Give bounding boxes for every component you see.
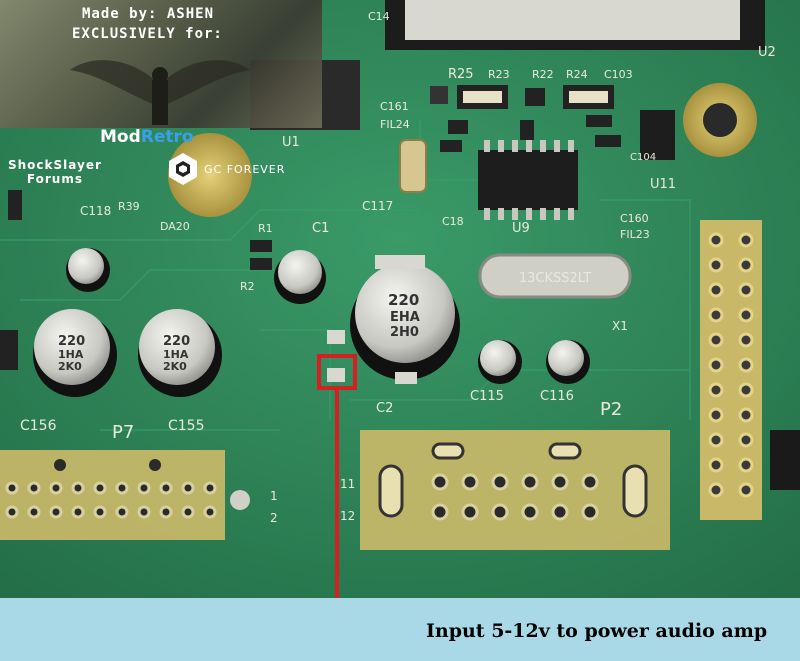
capacitor-c156 <box>33 309 117 397</box>
label-c1: C1 <box>312 221 329 236</box>
modretro-logo: ModRetro <box>100 127 194 147</box>
label-c115: C115 <box>470 389 504 404</box>
label-pin-12: 12 <box>340 509 355 523</box>
label-r25: R25 <box>448 67 474 82</box>
label-u9: U9 <box>512 221 530 236</box>
p2-connector-area <box>360 430 670 550</box>
capacitor-c118 <box>66 248 110 292</box>
caption-text: Input 5-12v to power audio amp <box>426 620 768 642</box>
label-u1: U1 <box>282 135 300 150</box>
label-c103: C103 <box>604 68 633 81</box>
label-c2: C2 <box>376 401 393 416</box>
capacitor-c2 <box>350 255 460 380</box>
label-p7: P7 <box>112 422 134 443</box>
crystal-x1 <box>478 253 632 299</box>
label-fil23: FIL23 <box>620 228 650 241</box>
label-c14: C14 <box>368 10 390 23</box>
edge-component <box>770 430 800 490</box>
label-r1: R1 <box>258 222 273 235</box>
pad-lower <box>327 368 345 382</box>
label-pin-11: 11 <box>340 477 355 491</box>
capacitor-c116 <box>546 340 590 384</box>
label-c104: C104 <box>630 152 656 163</box>
cap-b-1ha: 1HA <box>163 348 189 361</box>
label-r22: R22 <box>532 68 554 81</box>
label-pin-2: 2 <box>270 511 278 525</box>
label-r24: R24 <box>566 68 588 81</box>
label-r39: R39 <box>118 200 140 213</box>
label-c116: C116 <box>540 389 574 404</box>
cap-c-2h0: 2H0 <box>390 325 419 340</box>
capacitor-c1 <box>274 250 326 304</box>
p2-holes <box>431 473 599 521</box>
capacitor-c115 <box>478 340 522 384</box>
shockslayer-line2: Forums <box>26 172 83 186</box>
label-da20: DA20 <box>160 220 190 233</box>
label-c117: C117 <box>362 199 393 213</box>
small-hole <box>230 490 250 510</box>
label-r23: R23 <box>488 68 510 81</box>
c117-capacitor <box>399 139 427 193</box>
cap-a-1ha: 1HA <box>58 348 84 361</box>
label-p2: P2 <box>600 399 622 420</box>
label-u2: U2 <box>758 45 776 60</box>
u2-chip-metal <box>405 0 740 40</box>
winged-figure-graphic <box>70 60 250 125</box>
resistor-row <box>430 85 614 109</box>
label-c18: C18 <box>442 215 464 228</box>
label-x1: X1 <box>612 319 628 333</box>
cap-a-2k0: 2K0 <box>58 360 82 373</box>
right-pin-header <box>700 220 762 520</box>
capacitor-c155 <box>138 309 222 397</box>
mounting-hole-left <box>168 133 252 217</box>
cap-a-220: 220 <box>58 334 85 349</box>
modretro-mod: Mod <box>100 127 141 147</box>
pad-upper <box>327 330 345 344</box>
label-u11: U11 <box>650 177 676 192</box>
label-c155: C155 <box>168 418 205 434</box>
crystal-label: 13CKSS2LT <box>519 271 591 286</box>
cap-c-220: 220 <box>388 291 419 309</box>
made-by-text: Made by: ASHEN <box>82 6 215 22</box>
u9-chip <box>478 150 578 210</box>
label-fil24: FIL24 <box>380 118 410 131</box>
gc-forever-logo: GC FOREVER <box>168 152 285 186</box>
gamecube-cube-icon <box>169 153 197 185</box>
p7-holes <box>5 481 217 519</box>
gc-forever-text: GC FOREVER <box>204 162 286 176</box>
label-c160: C160 <box>620 212 649 225</box>
label-c156: C156 <box>20 418 57 434</box>
label-r2: R2 <box>240 280 255 293</box>
cap-c-eha: EHA <box>390 310 420 325</box>
label-c118: C118 <box>80 204 111 218</box>
shockslayer-logo: ShockSlayer Forums <box>8 158 102 186</box>
modretro-retro: Retro <box>140 127 194 147</box>
cap-b-2k0: 2K0 <box>163 360 187 373</box>
u11-chip <box>640 110 675 160</box>
shockslayer-line1: ShockSlayer <box>8 158 102 172</box>
cap-b-220: 220 <box>163 334 190 349</box>
label-pin-1: 1 <box>270 489 278 503</box>
caption-band <box>0 598 800 661</box>
exclusive-for-text: EXCLUSIVELY for: <box>72 26 223 42</box>
p7-connector-area <box>0 450 225 540</box>
label-c161: C161 <box>380 100 409 113</box>
